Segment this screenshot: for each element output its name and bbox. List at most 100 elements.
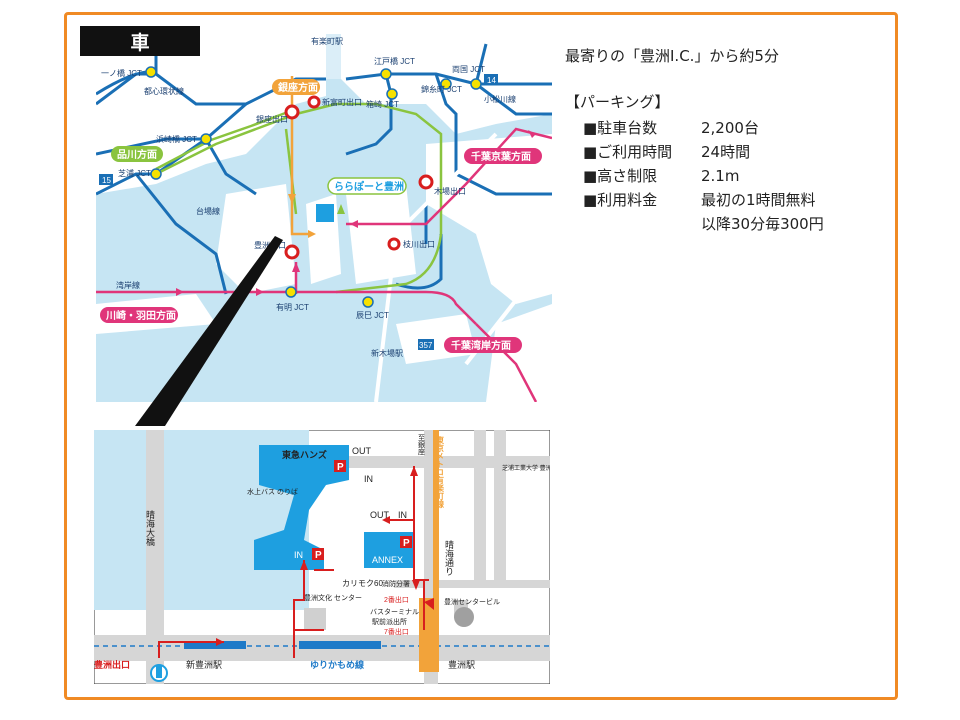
label-toyosu-station: 豊洲駅 (448, 659, 475, 670)
label-out-3: OUT (326, 550, 346, 560)
label-toyosu-bunka: 豊洲文化 センター (304, 593, 362, 602)
area-map: P P P 東急ハンズ 本館 OUT IN OUT IN IN OUT ANNE… (94, 430, 550, 684)
label-karimoku: カリモク60 (342, 579, 383, 588)
label-exit-7: 7番出口 (384, 627, 409, 636)
p-icon-2: P (315, 550, 322, 561)
access-info: 最寄りの「豊洲I.C.」から約5分 【パーキング】 ■駐車台数 2,200台 ■… (565, 44, 895, 236)
car-tab[interactable]: 車 (80, 26, 200, 56)
parking-row: ■駐車台数 2,200台 (565, 116, 895, 140)
parking-row: ■ご利用時間 24時間 (565, 140, 895, 164)
label-exit-2: 2番出口 (384, 595, 409, 604)
parking-key: ■駐車台数 (583, 119, 658, 137)
magenta-routes (96, 127, 552, 402)
badge-kawasaki[interactable]: 川崎・羽田方面 (105, 309, 176, 322)
label-hakozaki: 箱崎 JCT (366, 99, 399, 109)
route-shields: 14 15 357 (99, 74, 498, 350)
parking-value: 24時間 (701, 143, 751, 161)
label-shibaura: 芝浦 JCT (118, 168, 151, 178)
parking-value: 2,200台 (701, 119, 759, 137)
badge-shinagawa[interactable]: 品川方面 (117, 148, 157, 161)
p-icon-1: P (337, 462, 344, 473)
nearest-ic: 最寄りの「豊洲I.C.」から約5分 (565, 47, 779, 65)
label-hamazakibashi: 浜崎橋 JCT (156, 134, 197, 144)
green-route (155, 102, 443, 294)
parking-row: ■高さ制限 2.1m (565, 164, 895, 188)
badge-lalaport-bg (327, 177, 407, 195)
badge-kawasaki-bg (100, 307, 178, 323)
parking-value: 最初の1時間無料 (701, 191, 816, 209)
label-toyosu-exit: 豊洲出口 (94, 659, 130, 670)
label-in-3: IN (294, 550, 303, 560)
badge-chiba-wangan-bg (444, 337, 522, 353)
parking-key: ■利用料金 (583, 191, 658, 209)
label-ariake: 有明 JCT (276, 302, 309, 312)
access-arrowheads (216, 466, 434, 646)
label-annex: ANNEX (372, 555, 403, 565)
label-in-2: IN (398, 510, 407, 520)
label-shobo: 消防分署 (382, 579, 410, 588)
parking-key: ■高さ制限 (583, 167, 658, 185)
exit-markers (284, 95, 434, 260)
green-arrows (337, 204, 345, 214)
access-routes (158, 466, 429, 658)
badge-ginza-bg (272, 79, 320, 95)
parking-row: ■利用料金 最初の1時間無料 (565, 188, 895, 212)
label-shin-toyosu: 新豊洲駅 (186, 659, 222, 670)
label-out-1: OUT (352, 446, 372, 456)
p-icon-3: P (403, 538, 410, 549)
badge-chiba-keiyo[interactable]: 千葉京葉方面 (471, 150, 531, 163)
label-tokyu-hands: 東急ハンズ (282, 449, 327, 460)
yurikamome-line (184, 641, 381, 649)
label-ginza-exit: 銀座出口 (256, 114, 288, 124)
gray-land (326, 34, 341, 79)
label-ryogoku: 両国 JCT (452, 65, 485, 74)
label-toyosu-center: 豊洲センタービル (444, 597, 500, 606)
label-shintomicho: 新富町出口 (322, 97, 362, 107)
label-komatsugawa: 小松川線 (484, 94, 516, 104)
label-daiba: 台場線 (196, 206, 220, 216)
badge-ginza[interactable]: 銀座方面 (278, 81, 318, 94)
parking-key: ■ご利用時間 (583, 143, 673, 161)
label-ichinohashi: 一ノ橋 JCT (101, 68, 142, 78)
label-kiba: 木場出口 (434, 186, 466, 196)
parking-title: 【パーキング】 (565, 93, 670, 111)
badge-shinagawa-bg (111, 146, 163, 162)
expressway-map: 有楽町駅 江戸橋 JCT 箱崎 JCT 一ノ橋 JCT 都心環状線 浜崎橋 JC… (96, 34, 552, 402)
label-harumi-dori: 晴海通り (444, 539, 454, 576)
lalaport-building (316, 204, 334, 222)
label-edagawa: 枝川出口 (403, 239, 435, 249)
label-harumi-ohashi: 晴海大橋 (145, 509, 155, 547)
zoom-connector (135, 236, 283, 426)
label-edobashi: 江戸橋 JCT (374, 56, 415, 66)
jct-markers (145, 66, 482, 308)
label-out-2: OUT (370, 510, 390, 520)
orange-arrows (288, 194, 316, 238)
badge-lalaport[interactable]: ららぽーと豊洲 (334, 180, 404, 193)
label-ginza-dir: 至銀座 (418, 434, 426, 456)
label-in-1: IN (364, 474, 373, 484)
parking-icons: P P P (312, 460, 412, 561)
route-arrows (176, 130, 536, 296)
route-14: 14 (487, 76, 496, 85)
parking-row-extra: 以降30分毎300円 (565, 212, 895, 236)
route-357: 357 (419, 341, 433, 350)
label-shibaura-univ: 芝浦工業大学 豊洲キャンパス (502, 464, 550, 472)
badge-chiba-keiyo-bg (464, 148, 542, 164)
label-shinkiba: 新木場駅 (371, 348, 403, 358)
label-ekimae: 駅前派出所 (372, 617, 407, 626)
label-yurikamome: ゆりかもめ線 (310, 659, 364, 670)
label-tatsumi: 辰巳 JCT (356, 311, 389, 320)
label-bus-terminal: バスターミナル (370, 607, 419, 616)
toyosu-center-bldg (454, 607, 474, 627)
label-wangan: 湾岸線 (116, 280, 140, 290)
label-toshin: 都心環状線 (144, 86, 184, 96)
parking-fee-extra: 以降30分毎300円 (701, 215, 824, 233)
label-yurakucho: 有楽町駅 (311, 36, 343, 46)
badge-chiba-wangan[interactable]: 千葉湾岸方面 (451, 339, 511, 352)
label-honkan: 本館 (331, 484, 351, 497)
label-yurakucho-line: 東京メトロ有楽町線 (435, 435, 445, 509)
toyosu-exit-icon (156, 666, 162, 678)
route-15: 15 (102, 176, 111, 185)
label-water-bus: 水上バス のりば (247, 487, 298, 496)
label-kinshicho: 錦糸町 JCT (421, 84, 462, 94)
